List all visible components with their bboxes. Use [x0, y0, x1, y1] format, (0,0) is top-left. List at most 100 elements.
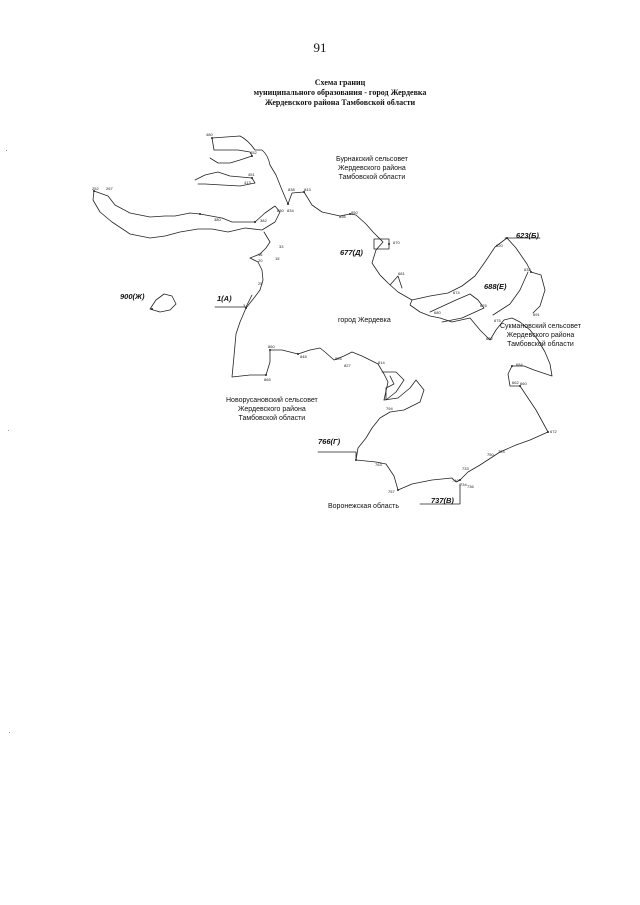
point-marker — [287, 203, 289, 205]
point-number-691: 691 — [533, 312, 540, 317]
point-number-480: 480 — [206, 132, 213, 137]
leader-766 — [317, 451, 357, 461]
scan-speck — [8, 430, 9, 431]
point-marker — [547, 431, 549, 433]
point-number-660: 660 — [520, 381, 527, 386]
boundary-outline-900 — [149, 293, 177, 313]
point-number-740: 740 — [452, 478, 459, 483]
boundary-cross-672 — [492, 271, 529, 316]
point-number-252: 252 — [92, 186, 99, 191]
region-sukmanov-line-1: Сукмановский сельсовет — [500, 323, 581, 330]
region-burnak-line-2: Жердевского района — [338, 165, 406, 172]
point-marker — [530, 271, 532, 273]
region-sukmanov-line-3: Тамбовской области — [507, 341, 574, 348]
map-title-line-1: Схема границ — [314, 78, 366, 87]
region-novorusanov-line-3: Тамбовской области — [238, 415, 306, 422]
point-number-33: 33 — [279, 244, 284, 249]
region-sukmanov-line-2: Жердевского района — [506, 332, 575, 339]
point-number-827: 827 — [344, 363, 351, 368]
point-marker — [511, 365, 513, 367]
point-marker — [245, 307, 247, 309]
point-number-865: 865 — [264, 377, 271, 382]
region-burnak: Бурнакский сельсовет Жердевского района … — [336, 155, 408, 182]
point-number-382: 382 — [260, 218, 267, 223]
boundary-west-branch — [92, 190, 281, 239]
boundary-inner-684 — [429, 293, 485, 323]
point-number-724: 724 — [498, 449, 505, 454]
point-marker — [519, 385, 521, 387]
point-number-662: 662 — [512, 380, 519, 385]
point-marker — [355, 459, 357, 461]
region-sukmanov: Сукмановский сельсовет Жердевского район… — [500, 322, 581, 349]
point-marker — [251, 155, 253, 157]
point-number-734: 734 — [460, 482, 467, 487]
corner-label-zh: 900(Ж) — [120, 292, 145, 301]
point-number-680: 680 — [434, 310, 441, 315]
scan-speck — [9, 732, 10, 733]
point-marker — [303, 191, 305, 193]
point-number-684: 684 — [516, 362, 523, 367]
boundary-loop-814 — [381, 371, 405, 401]
point-marker — [388, 243, 390, 245]
point-number-826: 826 — [335, 356, 342, 361]
boundary-south — [355, 299, 553, 491]
point-number-380: 380 — [214, 217, 221, 222]
corner-label-g: 766(Г) — [318, 437, 341, 446]
point-number-733: 733 — [462, 466, 469, 471]
region-novorusanov-line-2: Жердевского района — [237, 406, 306, 413]
point-marker — [251, 177, 253, 179]
point-number-670: 670 — [393, 240, 400, 245]
point-number-674: 674 — [453, 290, 460, 295]
point-number-850: 850 — [351, 210, 358, 215]
region-voronezh: Воронежская область — [328, 503, 399, 510]
point-number-736: 736 — [467, 484, 474, 489]
corner-label-e: 688(Е) — [484, 282, 507, 291]
point-number-860: 860 — [268, 344, 275, 349]
point-number-830: 830 — [277, 208, 284, 213]
point-number-15: 15 — [275, 256, 280, 261]
point-number-672: 672 — [550, 429, 557, 434]
point-number-452: 452 — [250, 150, 257, 155]
point-number-843: 843 — [304, 187, 311, 192]
corner-label-d: 677(Д) — [340, 248, 363, 257]
point-marker — [269, 349, 271, 351]
point-number-16: 16 — [258, 252, 263, 257]
map-title-line-3: Жердевского района Тамбовской области — [264, 98, 416, 107]
point-number-750: 750 — [487, 452, 494, 457]
point-marker — [211, 137, 213, 139]
point-number-834: 834 — [287, 208, 294, 213]
point-marker — [199, 213, 201, 215]
point-number-676: 676 — [480, 303, 487, 308]
region-zherdevka: город Жердевка — [338, 317, 391, 324]
point-number-413: 413 — [244, 180, 251, 185]
point-marker — [93, 190, 95, 192]
map-title: Схема границ муниципального образования … — [230, 78, 450, 108]
point-number-620: 620 — [496, 243, 503, 248]
region-burnak-line-3: Тамбовской области — [338, 174, 406, 181]
corner-label-v: 737(В) — [431, 496, 454, 505]
boundary-loop-413 — [194, 171, 256, 187]
point-marker — [459, 479, 461, 481]
point-marker — [265, 374, 267, 376]
boundary-arrow-691 — [389, 275, 403, 289]
point-marker — [506, 237, 508, 239]
point-number-763: 763 — [375, 462, 382, 467]
point-number-757: 757 — [388, 489, 395, 494]
region-novorusanov-line-1: Новорусановский сельсовет — [226, 397, 318, 404]
point-marker — [349, 213, 351, 215]
point-number-682: 682 — [486, 336, 493, 341]
region-burnak-line-1: Бурнакский сельсовет — [336, 156, 408, 163]
point-number-451: 451 — [248, 172, 255, 177]
point-number-681: 681 — [398, 271, 405, 276]
boundary-loop-north — [209, 137, 253, 164]
point-number-632: 632 — [524, 267, 531, 272]
point-number-838: 838 — [288, 187, 295, 192]
point-marker — [297, 353, 299, 355]
point-number-848: 848 — [300, 354, 307, 359]
map-title-line-2: муниципального образования - город Жерде… — [253, 88, 427, 97]
corner-label-b: 623(Б) — [516, 231, 539, 240]
region-novorusanov: Новорусановский сельсовет Жердевского ра… — [226, 396, 318, 423]
point-number-267: 267 — [106, 186, 113, 191]
scan-speck — [6, 150, 7, 151]
